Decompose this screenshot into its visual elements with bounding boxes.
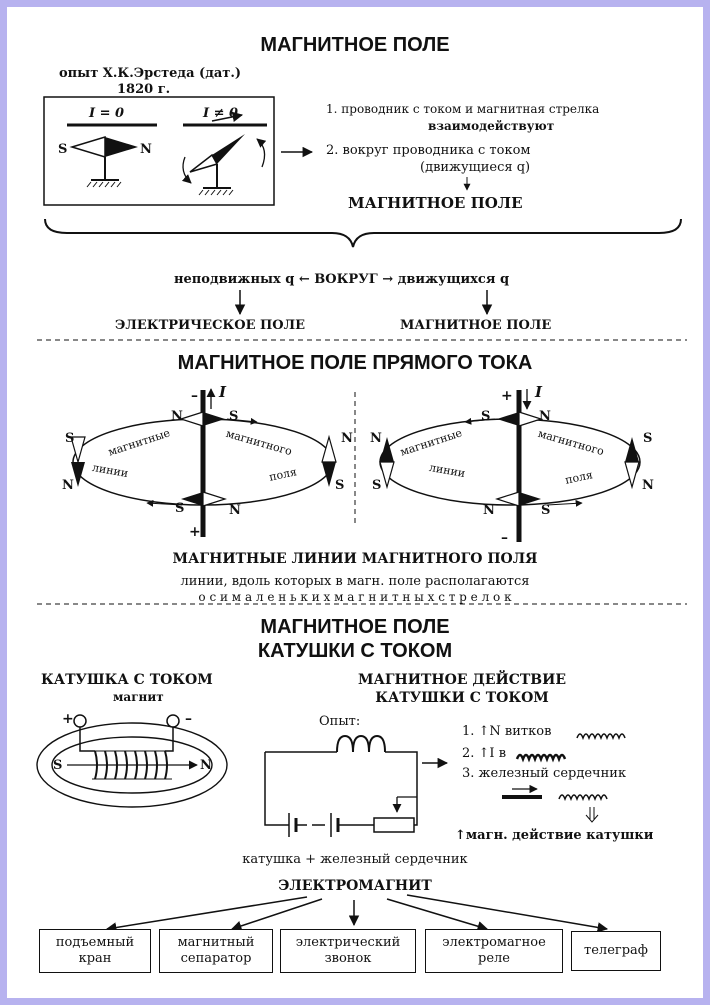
right-top-s: S	[481, 409, 491, 424]
electric-field-label: ЭЛЕКТРИЧЕСКОЕ ПОЛЕ	[115, 318, 306, 333]
oersted-experiment-box	[43, 96, 275, 206]
electromagnet-app-arrows	[105, 894, 609, 933]
right-right-s: S	[643, 431, 653, 446]
left-top-n: N	[171, 409, 183, 424]
small-coils	[502, 733, 626, 823]
arrow-to-conclusions	[281, 146, 471, 191]
electromagnet-formula: катушка + железный сердечник	[242, 852, 468, 867]
wire-i-nonzero	[183, 111, 267, 127]
action-title-2: КАТУШКИ С ТОКОМ	[375, 690, 549, 706]
app-relay: электромагное реле	[425, 929, 563, 973]
right-outer-n: N	[370, 431, 382, 446]
right-bottom-n: N	[483, 503, 495, 518]
app-separator: магнитный сепаратор	[159, 929, 273, 973]
experiment-circuit	[264, 734, 449, 837]
compass-needle-deflected-icon	[181, 134, 267, 196]
app-bell: электрический звонок	[280, 929, 416, 973]
section3-title-2: КАТУШКИ С ТОКОМ	[257, 640, 453, 662]
magnetic-field-result: МАГНИТНОЕ ПОЛЕ	[348, 194, 523, 212]
left-right-s: S	[335, 478, 345, 493]
factor-3: 3. железный сердечник	[462, 766, 627, 781]
right-minus: –	[501, 530, 508, 546]
conclusion-2: 2. вокруг проводника с током	[326, 143, 531, 158]
right-current-diagram	[379, 389, 641, 542]
field-arrows	[234, 290, 493, 316]
current-zero-label: I = 0	[89, 106, 125, 121]
right-plus: +	[501, 388, 513, 404]
conclusion-1-verb: взаимодействуют	[428, 119, 555, 133]
pole-n-label: N	[140, 142, 152, 157]
diagram-graphics	[36, 96, 687, 933]
section3-title-1: МАГНИТНОЕ ПОЛЕ	[260, 616, 450, 638]
left-outer-n: N	[62, 478, 74, 493]
pole-s-label: S	[58, 142, 68, 157]
conclusion-1: 1. проводник с током и магнитная стрелка	[326, 102, 600, 116]
right-current-label: I	[535, 383, 543, 401]
right-top-n: N	[539, 409, 551, 424]
coil-plus: +	[62, 711, 74, 727]
section1-title: МАГНИТНОЕ ПОЛЕ	[260, 34, 450, 56]
left-current-label: I	[219, 383, 227, 401]
magnet-label: магнит	[113, 690, 164, 704]
section2-title: МАГНИТНОЕ ПОЛЕ ПРЯМОГО ТОКА	[177, 352, 533, 374]
app-telegraph: телеграф	[571, 931, 661, 971]
curly-brace	[44, 218, 682, 248]
around-charges-line: неподвижных q ← ВОКРУГ → движущихся q	[174, 272, 510, 287]
left-top-s: S	[229, 409, 239, 424]
factor-1: 1. ↑N витков	[462, 724, 552, 739]
right-bottom-s: S	[541, 503, 551, 518]
coil-n: N	[200, 758, 212, 773]
app-crane: подъемный кран	[39, 929, 151, 973]
left-minus: –	[191, 388, 198, 404]
right-right-n: N	[642, 478, 654, 493]
current-nonzero-label: I ≠ 0	[203, 106, 239, 121]
conclusion-2-note: (движущиеся q)	[420, 160, 531, 175]
coil-s: S	[53, 758, 63, 773]
coil-minus: –	[185, 711, 192, 727]
left-bottom-s: S	[175, 501, 185, 516]
magnetic-lines-title: МАГНИТНЫЕ ЛИНИИ МАГНИТНОГО ПОЛЯ	[172, 551, 538, 567]
left-outer-s: S	[65, 431, 75, 446]
coil-magnet-diagram	[36, 714, 228, 808]
experiment-caption: опыт Х.К.Эрстеда (дат.)	[59, 66, 242, 81]
sheet: МАГНИТНОЕ ПОЛЕ опыт Х.К.Эрстеда (дат.) 1…	[7, 7, 703, 998]
electromagnet-title: ЭЛЕКТРОМАГНИТ	[278, 878, 432, 894]
action-title-1: МАГНИТНОЕ ДЕЙСТВИЕ	[357, 672, 567, 688]
left-right-n: N	[341, 431, 353, 446]
factor-2: 2. ↑I в	[462, 746, 507, 761]
coil-title: КАТУШКА С ТОКОМ	[41, 672, 213, 688]
left-current-diagram	[70, 388, 337, 537]
magnetic-lines-definition-2: о с и м а л е н ь к и х м а г н и т н ы …	[198, 590, 512, 604]
magnetic-field-label: МАГНИТНОЕ ПОЛЕ	[400, 318, 552, 333]
compass-needle-zero-icon	[69, 135, 138, 188]
conclusion-coil: ↑магн. действие катушки	[455, 828, 654, 843]
left-plus: +	[189, 524, 201, 540]
left-bottom-n: N	[229, 503, 241, 518]
magnetic-lines-definition-1: линии, вдоль которых в магн. поле распол…	[180, 574, 530, 589]
experiment-label: Опыт:	[319, 714, 361, 729]
experiment-year: 1820 г.	[117, 82, 171, 97]
right-outer-s: S	[372, 478, 382, 493]
